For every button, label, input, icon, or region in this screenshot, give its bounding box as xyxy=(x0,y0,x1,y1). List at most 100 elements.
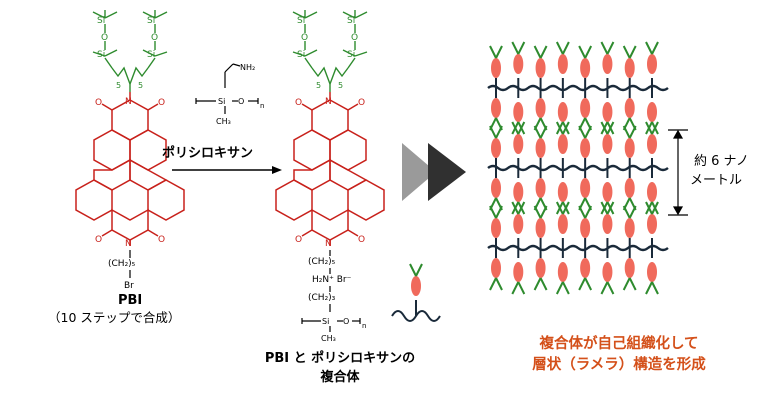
lamella-pbi-unit xyxy=(580,258,591,278)
lamella-siloxane-tail xyxy=(511,121,520,135)
lamella-pbi-unit xyxy=(513,102,524,122)
pbi-si-label-2: Si xyxy=(97,50,105,60)
lamella-pbi-unit xyxy=(624,258,635,278)
reagent-repeat-n: n xyxy=(260,102,264,110)
complex-si-unit-label: Si xyxy=(322,317,329,326)
reagent-structure: NH₂ Si O n CH₃ ポリシロキサン xyxy=(162,63,282,174)
lamella-siloxane-tail xyxy=(584,125,593,139)
lamella-siloxane-tail xyxy=(651,201,659,215)
lamella-pbi-unit xyxy=(491,218,501,238)
lamella-pbi-unit xyxy=(557,134,568,154)
reagent-methyl-label: CH₃ xyxy=(216,117,231,126)
spacing-label-line1: 約 6 ナノ xyxy=(694,154,749,169)
pbi-si-label-3: Si xyxy=(147,16,155,26)
pbi-siloxane-groups xyxy=(92,10,168,92)
lamella-siloxane-tail xyxy=(489,125,497,139)
reaction-arrow-head xyxy=(272,166,282,174)
lamella-siloxane-tail xyxy=(645,121,653,135)
lamella-siloxane-tail xyxy=(555,281,564,295)
lamella-siloxane-tail xyxy=(584,45,593,59)
lamella-pbi-unit xyxy=(602,262,613,282)
lamella-siloxane-tail xyxy=(511,41,520,55)
lamella-siloxane-tail xyxy=(606,41,615,55)
lamella-siloxane-tail xyxy=(578,125,587,139)
lamella-pbi-unit xyxy=(535,98,546,118)
complex-chain-index-right: 5 xyxy=(338,81,343,90)
lamella-siloxane-tail xyxy=(495,125,503,139)
lamella-siloxane-tail xyxy=(511,281,520,295)
pbi-chain-index-right: 5 xyxy=(138,81,143,90)
lamella-pbi-unit xyxy=(513,182,524,202)
complex-si-label-3: Si xyxy=(347,16,355,26)
lamella-pbi-unit xyxy=(513,262,524,282)
complex-o-label-top-left: O xyxy=(295,98,302,108)
complex-name-line2: 複合体 xyxy=(320,370,360,385)
complex-schematic-icon xyxy=(391,263,441,322)
lamella-siloxane-tail xyxy=(651,281,659,295)
pbi-o-label-top-left: O xyxy=(95,98,102,108)
lamella-siloxane-tail xyxy=(600,201,609,215)
lamella-siloxane-tail xyxy=(600,41,609,55)
lamella-pbi-unit xyxy=(602,54,613,74)
lamella-siloxane-tail xyxy=(584,277,593,291)
lamella-pbi-unit xyxy=(513,214,524,234)
lamella-siloxane-tail xyxy=(645,281,653,295)
reagent-si-label: Si xyxy=(218,97,225,106)
lamella-pbi-unit xyxy=(580,58,591,78)
complex-si-label-1: Si xyxy=(297,16,305,26)
lamella-siloxane-tail xyxy=(495,45,503,59)
lamella-pbi-unit xyxy=(535,178,546,198)
complex-o-label-2: O xyxy=(351,33,358,43)
pbi-si-label-1: Si xyxy=(97,16,105,26)
lamella-siloxane-tail xyxy=(606,121,615,135)
lamella-pbi-unit xyxy=(602,102,613,122)
lamella-siloxane-tail xyxy=(600,121,609,135)
lamella-siloxane-tail xyxy=(517,201,526,215)
lamella-siloxane-tail xyxy=(539,277,548,291)
pbi-o-label-1: O xyxy=(101,33,108,43)
lamella-siloxane-tail xyxy=(645,41,653,55)
complex-si-label-4: Si xyxy=(347,50,355,60)
lamella-siloxane-tail xyxy=(628,277,637,291)
lamella-pbi-unit xyxy=(624,178,635,198)
lamella-pbi-unit xyxy=(624,98,635,118)
lamella-pbi-unit xyxy=(647,214,657,234)
lamella-backbone-2 xyxy=(487,164,669,172)
pbi-n-label-bottom: N xyxy=(125,239,132,249)
lamella-pbi-unit xyxy=(557,102,568,122)
complex-o-label-top-right: O xyxy=(358,98,365,108)
lamella-siloxane-tail xyxy=(606,281,615,295)
lamella-siloxane-tail xyxy=(533,277,542,291)
lamella-pbi-unit xyxy=(624,138,635,158)
complex-siloxane-groups xyxy=(292,10,368,92)
lamella-pbi-unit xyxy=(647,54,657,74)
lamella-siloxane-tail xyxy=(489,205,497,219)
lamella-pbi-unit xyxy=(624,58,635,78)
pbi-n-label-top: N xyxy=(125,97,132,107)
lamella-siloxane-tail xyxy=(517,121,526,135)
lamella-siloxane-tail xyxy=(489,277,497,291)
result-caption-line2: 層状（ラメラ）構造を形成 xyxy=(532,357,706,373)
complex-ammonium-label: H₂N⁺ Br⁻ xyxy=(312,275,352,285)
lamella-siloxane-tail xyxy=(533,205,542,219)
lamella-siloxane-tail xyxy=(622,277,631,291)
lamella-pbi-unit xyxy=(557,214,568,234)
lamella-siloxane-tail xyxy=(578,205,587,219)
lamella-pbi-unit xyxy=(535,58,546,78)
lamella-siloxane-tail xyxy=(622,45,631,59)
complex-o-label-bottom-right: O xyxy=(358,235,365,245)
complex-si-label-2: Si xyxy=(297,50,305,60)
lamella-siloxane-tail xyxy=(578,277,587,291)
layer-spacing-indicator xyxy=(668,129,688,216)
lamella-pbi-unit xyxy=(647,182,657,202)
lamella-pbi-unit xyxy=(491,58,501,78)
complex-n-label-bottom: N xyxy=(325,239,332,249)
lamella-structure xyxy=(487,41,669,295)
pbi-si-label-4: Si xyxy=(147,50,155,60)
lamella-pbi-unit xyxy=(535,138,546,158)
lamella-siloxane-tail xyxy=(628,45,637,59)
lamella-siloxane-tail xyxy=(561,201,570,215)
lamella-backbone-3 xyxy=(487,244,669,252)
reagent-o-label: O xyxy=(238,97,244,106)
complex-propyl-chain: (CH₂)₃ xyxy=(308,293,336,303)
